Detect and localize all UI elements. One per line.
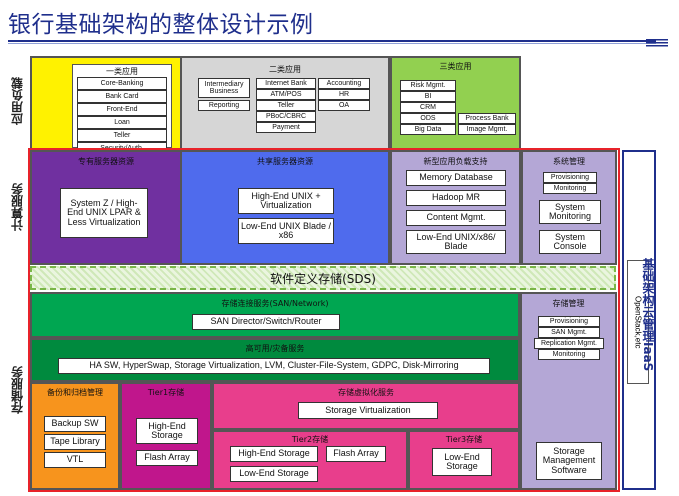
compute-sysmgmt-title: 系统管理 xyxy=(553,157,585,166)
storage-ha-title: 高可用/灾备服务 xyxy=(245,344,305,353)
app-class2-title: 二类应用 xyxy=(269,65,301,74)
storage-tier2-title: Tier2存储 xyxy=(291,435,329,444)
backup-item: VTL xyxy=(44,452,106,468)
cloud-frame xyxy=(28,148,620,492)
storage-tier3-title: Tier3存储 xyxy=(445,435,483,444)
storage-tier3-box: Low-End Storage xyxy=(432,448,492,476)
openstack-box: OpenStack,etc xyxy=(627,260,649,384)
app-class3-title: 三类应用 xyxy=(439,62,472,71)
app-item: ATM/POS xyxy=(256,89,316,100)
app-item: Big Data xyxy=(400,124,456,135)
sysmgmt-item: System Monitoring xyxy=(539,200,601,224)
storage-san-region: 存储连接服务(SAN/Network) SAN Director/Switch/… xyxy=(30,292,520,338)
app-item: CRM xyxy=(400,102,456,113)
storage-tier1-title: Tier1存储 xyxy=(147,388,185,397)
side-label-compute: 计算服务 xyxy=(10,183,25,232)
storage-mgmt-item: Replication Mgmt. xyxy=(534,338,604,349)
compute-dedicated-box: System Z / High-End UNIX LPAR & Less Vir… xyxy=(60,188,148,238)
compute-shared-box2: Low-End UNIX Blade / x86 xyxy=(238,218,334,244)
title-divider-light xyxy=(8,43,656,44)
tier1-item: Flash Array xyxy=(136,450,198,466)
app-item: Bank Card xyxy=(77,90,167,103)
compute-newapp-item: Memory Database xyxy=(406,170,506,186)
side-label-load: 应用负载 xyxy=(10,77,25,125)
tier2-item: Low-End Storage xyxy=(230,466,318,482)
storage-virt-title: 存储虚拟化服务 xyxy=(338,388,394,397)
compute-dedicated-title: 专有服务器资源 xyxy=(78,157,134,166)
app-class1-title: 一类应用 xyxy=(106,67,138,76)
app-item: Internet Bank xyxy=(256,78,316,89)
app-item: PBoC/CBRC xyxy=(256,111,316,122)
app-item: Teller xyxy=(77,129,167,142)
storage-mgmt-title: 存储管理 xyxy=(552,299,585,308)
storage-backup-title: 备份和归档管理 xyxy=(47,388,103,397)
tier2-item: Flash Array xyxy=(326,446,386,462)
storage-tier3-region: Tier3存储 Low-End Storage xyxy=(408,430,520,490)
app-item: ODS xyxy=(400,113,456,124)
app-item: Reporting xyxy=(198,100,250,111)
storage-mgmt-region: 存储管理 Provisioning SAN Mgmt. Replication … xyxy=(520,292,617,490)
compute-sysmgmt-region: 系统管理 Provisioning Monitoring System Moni… xyxy=(521,150,617,265)
compute-newapp-item: Content Mgmt. xyxy=(406,210,506,226)
backup-item: Tape Library xyxy=(44,434,106,450)
app-class2-region: 二类应用 Intermediary Business Reporting Int… xyxy=(180,56,390,150)
app-item: Intermediary Business xyxy=(198,78,250,98)
storage-virt-box: Storage Virtualization xyxy=(298,402,438,419)
backup-item: Backup SW xyxy=(44,416,106,432)
app-item: Core-Banking xyxy=(77,77,167,90)
tier1-item: High-End Storage xyxy=(136,418,198,444)
app-class1-panel: 一类应用 Core-Banking Bank Card Front-End Lo… xyxy=(72,64,172,155)
cloud-mgmt-panel: OpenStack,etc xyxy=(622,150,656,490)
app-item: Image Mgmt. xyxy=(458,124,516,135)
side-label-storage: 存储服务 xyxy=(10,366,25,414)
compute-newapp-region: 新型应用负载支持 Memory Database Hadoop MR Conte… xyxy=(390,150,521,265)
storage-mgmt-item: Monitoring xyxy=(538,349,600,360)
storage-ha-region: 高可用/灾备服务 HA SW, HyperSwap, Storage Virtu… xyxy=(30,338,520,382)
compute-newapp-item: Low-End UNIX/x86/ Blade xyxy=(406,230,506,254)
sysmgmt-item: System Console xyxy=(539,230,601,254)
app-item: OA xyxy=(318,100,370,111)
app-item: Front-End xyxy=(77,103,167,116)
compute-newapp-title: 新型应用负载支持 xyxy=(423,157,488,166)
app-class3-region: 三类应用 Risk Mgmt. BI CRM ODS Big Data Proc… xyxy=(390,56,521,150)
storage-tier1-region: Tier1存储 High-End Storage Flash Array xyxy=(120,382,212,490)
storage-virt-region: 存储虚拟化服务 Storage Virtualization xyxy=(212,382,520,430)
sysmgmt-item: Monitoring xyxy=(543,183,597,194)
storage-ha-box: HA SW, HyperSwap, Storage Virtualization… xyxy=(58,358,490,374)
compute-shared-region: 共享服务器资源 High-End UNIX + Virtualization L… xyxy=(180,150,390,265)
app-item: Accounting xyxy=(318,78,370,89)
cloud-mgmt-label: 基础架构云管理IaaS xyxy=(641,258,655,372)
compute-dedicated-region: 专有服务器资源 System Z / High-End UNIX LPAR & … xyxy=(30,150,182,265)
page-title: 银行基础架构的整体设计示例 xyxy=(8,12,314,38)
app-item: Loan xyxy=(77,116,167,129)
sysmgmt-item: Provisioning xyxy=(543,172,597,183)
app-item: Risk Mgmt. xyxy=(400,80,456,91)
title-divider xyxy=(8,40,656,42)
compute-shared-box1: High-End UNIX + Virtualization xyxy=(238,188,334,214)
storage-mgmt-item: Storage Management Software xyxy=(536,442,602,480)
compute-shared-title: 共享服务器资源 xyxy=(257,157,313,166)
storage-san-title: 存储连接服务(SAN/Network) xyxy=(221,299,329,308)
logo-icon xyxy=(646,39,668,47)
sds-band: 软件定义存储(SDS) xyxy=(30,266,616,290)
app-item: HR xyxy=(318,89,370,100)
app-item: Teller xyxy=(256,100,316,111)
compute-newapp-item: Hadoop MR xyxy=(406,190,506,206)
app-item: Process Bank xyxy=(458,113,516,124)
storage-backup-region: 备份和归档管理 Backup SW Tape Library VTL xyxy=(30,382,120,490)
app-item: BI xyxy=(400,91,456,102)
storage-tier2-region: Tier2存储 High-End Storage Flash Array Low… xyxy=(212,430,408,490)
app-item: Payment xyxy=(256,122,316,133)
storage-mgmt-item: Provisioning xyxy=(538,316,600,327)
storage-san-box: SAN Director/Switch/Router xyxy=(192,314,340,330)
tier2-item: High-End Storage xyxy=(230,446,318,462)
storage-mgmt-item: SAN Mgmt. xyxy=(538,327,600,338)
